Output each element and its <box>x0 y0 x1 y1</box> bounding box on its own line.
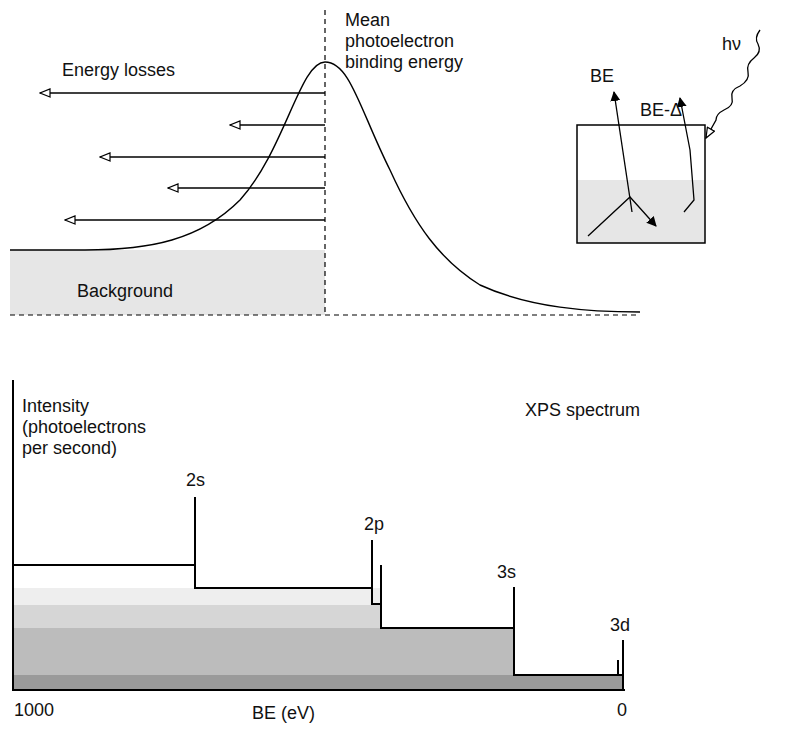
photoelectron-peak <box>10 62 640 312</box>
electron-paths <box>588 92 694 236</box>
spectrum-trace <box>13 497 623 690</box>
peak-note: Mean photoelectron binding energy <box>345 10 475 73</box>
axis-title: BE (eV) <box>252 703 315 724</box>
peak-label: 2s <box>186 470 205 491</box>
peak-label: 2p <box>364 514 384 535</box>
region-label: Background <box>77 281 173 302</box>
energy-label: BE <box>590 66 614 87</box>
y-axis <box>12 380 14 690</box>
loss-band <box>13 588 381 605</box>
sample-box <box>577 125 705 243</box>
background-region <box>10 250 325 315</box>
energy-label: BE-Δ <box>640 100 682 121</box>
loss-band <box>13 605 381 628</box>
chart-title: XPS spectrum <box>525 400 640 421</box>
peak-label: 3d <box>610 615 630 636</box>
loss-band <box>13 675 623 690</box>
tick-label: 1000 <box>14 700 54 721</box>
peak-label: 3s <box>497 562 516 583</box>
photon-wave <box>706 30 760 138</box>
axis-note: Energy losses <box>62 60 175 81</box>
photon-label: hν <box>722 34 741 55</box>
loss-band <box>13 628 514 675</box>
axis-title: Intensity (photoelectrons per second) <box>22 396 167 459</box>
sample-depth <box>577 180 705 243</box>
tick-label: 0 <box>617 700 627 721</box>
mean-line <box>324 10 325 315</box>
energy-loss-arrows <box>40 93 325 220</box>
x-axis <box>12 689 625 691</box>
